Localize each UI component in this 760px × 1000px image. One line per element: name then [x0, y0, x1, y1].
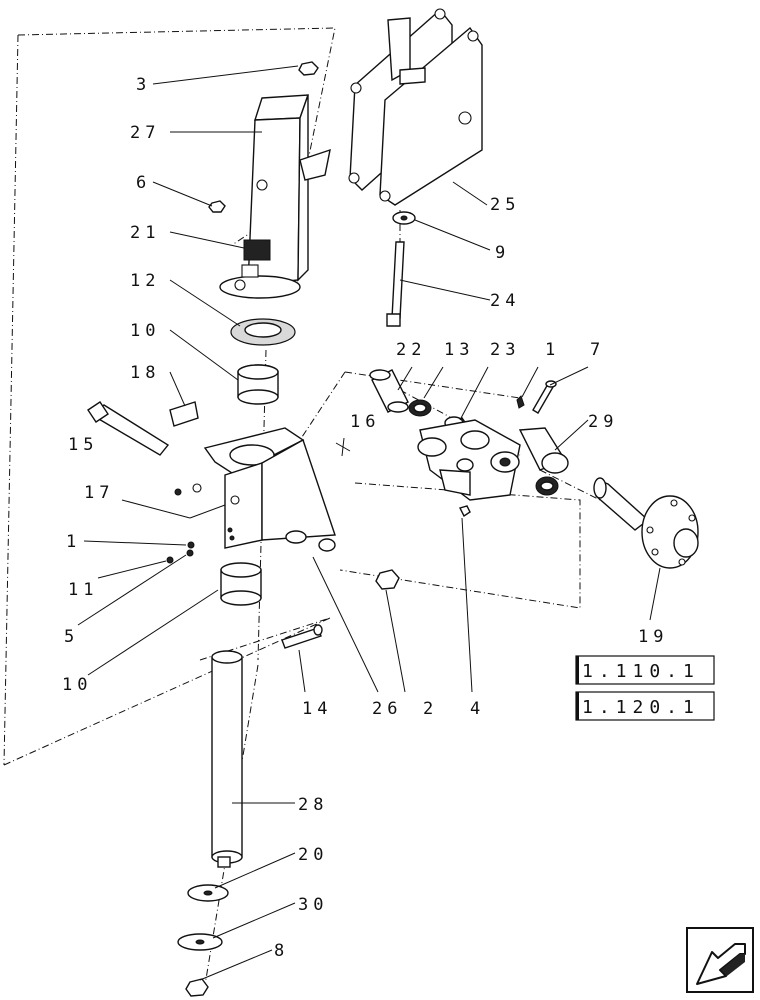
reference-text-2: 1.120.1	[582, 697, 700, 718]
callout-4: 4	[470, 699, 485, 719]
callout-3: 3	[136, 75, 151, 95]
callout-28: 28	[298, 795, 328, 815]
fitting-17	[174, 488, 182, 496]
seal-ring	[535, 476, 559, 496]
callout-10-upper: 10	[130, 321, 160, 341]
washer-12	[230, 318, 296, 346]
callout-15: 15	[68, 435, 98, 455]
fitting-1b	[516, 395, 525, 409]
callout-12: 12	[130, 271, 160, 291]
fitting-5	[186, 549, 194, 557]
arrow-back-icon	[696, 943, 746, 985]
upright-post	[219, 94, 331, 299]
callout-29: 29	[588, 412, 618, 432]
bushing-10-upper	[237, 364, 279, 405]
callout-22: 22	[396, 340, 426, 360]
callout-14: 14	[302, 699, 332, 719]
nut-3	[298, 61, 319, 76]
callout-20: 20	[298, 845, 328, 865]
bolt-7	[532, 380, 557, 414]
callout-1-right: 1	[545, 340, 560, 360]
callout-9: 9	[495, 243, 510, 263]
callout-19: 19	[638, 627, 668, 647]
callout-27: 27	[130, 123, 160, 143]
reference-text-1: 1.110.1	[582, 661, 700, 682]
nut-6	[208, 200, 226, 213]
callout-24: 24	[490, 291, 520, 311]
pin-14	[281, 624, 323, 649]
callout-11: 11	[68, 580, 98, 600]
seal-13	[408, 399, 432, 417]
callout-30: 30	[298, 895, 328, 915]
callout-26: 26	[372, 699, 402, 719]
bolt-24	[386, 241, 405, 327]
fitting-4	[458, 505, 471, 518]
nut-2	[375, 569, 400, 590]
callout-17: 17	[84, 483, 114, 503]
callout-2: 2	[423, 699, 438, 719]
callout-21: 21	[130, 223, 160, 243]
nut-8	[185, 978, 209, 997]
sleeve-22	[369, 369, 409, 413]
leader-lines	[77, 65, 661, 981]
pivot-housing	[417, 419, 569, 501]
back-navigation-button[interactable]	[686, 927, 754, 993]
callout-5: 5	[64, 627, 79, 647]
fitting-11	[166, 556, 174, 564]
reference-box-1[interactable]: 1.110.1	[575, 655, 715, 685]
fitting-1	[187, 541, 195, 549]
wheel-hub	[593, 477, 699, 569]
bolt-15	[87, 401, 170, 456]
callout-16: 16	[350, 412, 380, 432]
callout-10-lower: 10	[62, 675, 92, 695]
callout-1-left: 1	[66, 532, 81, 552]
callout-18: 18	[130, 363, 160, 383]
callout-8: 8	[274, 941, 289, 961]
callout-7: 7	[590, 340, 605, 360]
decal-18	[169, 401, 199, 427]
bushing-10-lower	[220, 562, 262, 606]
callout-13: 13	[444, 340, 474, 360]
spindle-shaft	[211, 650, 243, 868]
callout-23: 23	[490, 340, 520, 360]
reference-box-2[interactable]: 1.120.1	[575, 691, 715, 721]
spindle-bracket	[203, 427, 336, 552]
callout-6: 6	[136, 173, 151, 193]
callout-numbers: 3 27 6 21 12 10 18 15 17 1 11 5 10 25 9 …	[62, 75, 668, 961]
mark-16	[335, 437, 351, 457]
callout-25: 25	[490, 195, 520, 215]
mounting-plates	[348, 8, 483, 206]
